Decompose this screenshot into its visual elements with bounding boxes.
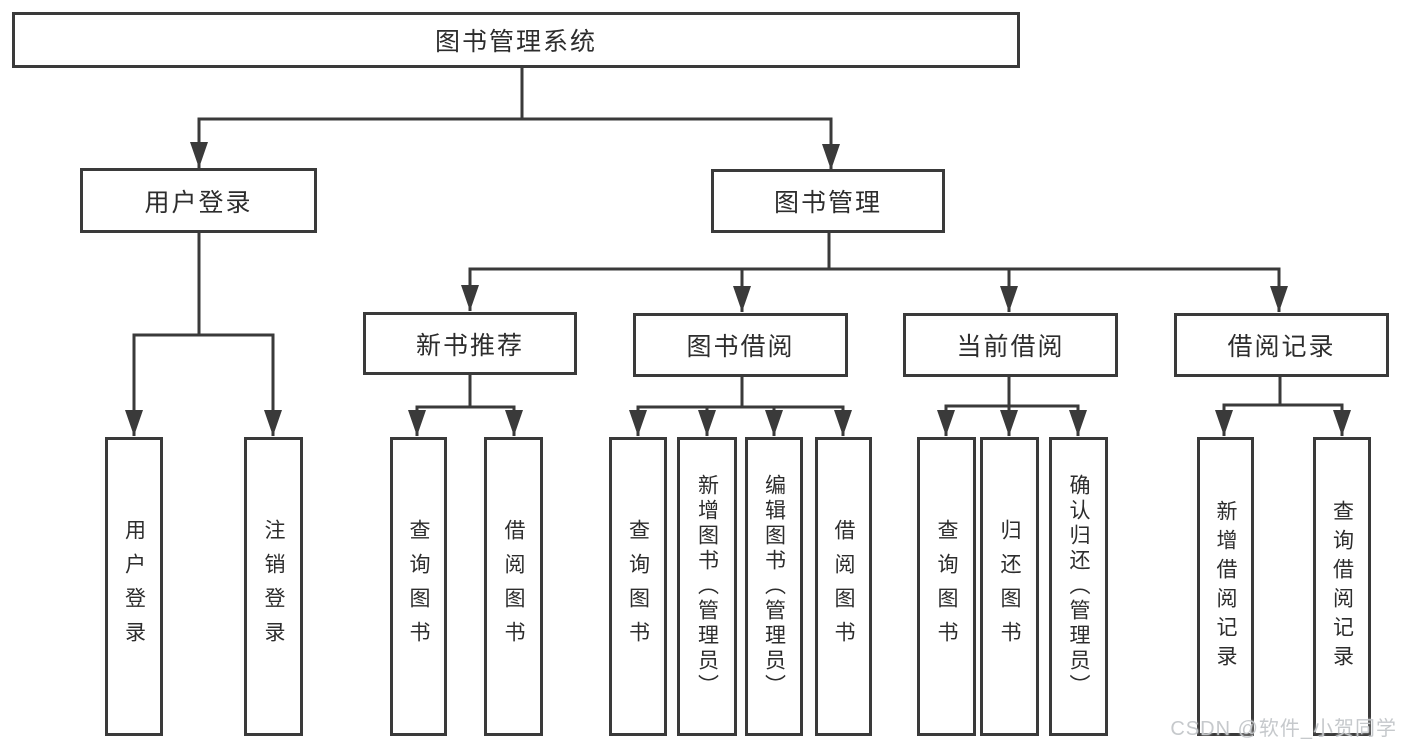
edge-book-management-to-children xyxy=(461,233,1288,312)
node-leaf-query-books-recommend: 查询图书 xyxy=(390,437,447,736)
node-leaf-query-borrow-record: 查询借阅记录 xyxy=(1313,437,1371,736)
node-label: 新增图书（管理员） xyxy=(695,474,719,699)
node-book-borrow: 图书借阅 xyxy=(633,313,848,377)
node-borrow-records: 借阅记录 xyxy=(1174,313,1389,377)
arrowhead-down-icon xyxy=(408,410,523,436)
csdn-watermark: CSDN @软件_小贺同学 xyxy=(1170,718,1397,740)
node-leaf-user-login: 用户登录 xyxy=(105,437,163,736)
connector-line xyxy=(197,68,833,170)
node-label: 借阅图书 xyxy=(832,518,855,655)
node-leaf-borrow-book: 借阅图书 xyxy=(815,437,872,736)
node-leaf-add-borrow-record: 新增借阅记录 xyxy=(1197,437,1254,736)
edge-root-to-level2 xyxy=(190,68,840,170)
node-root-system: 图书管理系统 xyxy=(12,12,1020,68)
node-label: 确认归还（管理员） xyxy=(1067,474,1090,699)
node-current-borrow: 当前借阅 xyxy=(903,313,1118,377)
edge-current-borrow-to-children xyxy=(937,377,1087,436)
edge-new-book-recommend-to-children xyxy=(408,375,523,436)
node-leaf-query-books-borrow: 查询图书 xyxy=(609,437,667,736)
node-label: 编辑图书（管理员） xyxy=(762,474,786,699)
connector-line xyxy=(468,233,1281,312)
node-leaf-edit-book-admin: 编辑图书（管理员） xyxy=(745,437,803,736)
node-label: 用户登录 xyxy=(144,188,253,217)
edge-book-borrow-to-children xyxy=(629,377,852,436)
node-label: 查询图书 xyxy=(407,518,430,655)
node-label: 借阅图书 xyxy=(502,518,525,655)
node-label: 查询借阅记录 xyxy=(1330,499,1354,674)
node-label: 查询图书 xyxy=(626,518,650,655)
node-book-management-module: 图书管理 xyxy=(711,169,945,233)
connector-line xyxy=(1222,377,1344,436)
node-leaf-borrow-books-recommend: 借阅图书 xyxy=(484,437,543,736)
arrowhead-down-icon xyxy=(1215,410,1351,436)
node-leaf-return-book: 归还图书 xyxy=(980,437,1039,736)
arrowhead-down-icon xyxy=(461,285,1288,312)
connector-line xyxy=(132,233,275,436)
node-label: 新书推荐 xyxy=(415,331,524,360)
edge-user-login-to-children xyxy=(125,233,282,436)
arrowhead-down-icon xyxy=(937,410,1087,436)
arrowhead-down-icon xyxy=(125,410,282,436)
node-label: 查询图书 xyxy=(935,518,958,655)
edge-borrow-records-to-children xyxy=(1215,377,1351,436)
node-label: 图书管理系统 xyxy=(434,28,597,56)
node-label: 归还图书 xyxy=(998,518,1021,655)
node-leaf-query-books-current: 查询图书 xyxy=(917,437,976,736)
connector-line xyxy=(636,377,845,436)
node-leaf-logout: 注销登录 xyxy=(244,437,303,736)
node-leaf-add-book-admin: 新增图书（管理员） xyxy=(677,437,737,736)
node-label: 注销登录 xyxy=(262,518,285,655)
node-label: 新增借阅记录 xyxy=(1214,499,1237,674)
node-label: 当前借阅 xyxy=(956,333,1065,361)
node-leaf-confirm-return-admin: 确认归还（管理员） xyxy=(1049,437,1108,736)
node-label: 图书借阅 xyxy=(686,333,795,361)
node-label: 借阅记录 xyxy=(1227,333,1336,361)
arrowhead-down-icon xyxy=(190,142,840,170)
node-label: 用户登录 xyxy=(122,518,146,655)
connector-line xyxy=(415,375,516,436)
node-label: 图书管理 xyxy=(773,189,882,217)
node-new-book-recommend: 新书推荐 xyxy=(363,312,577,375)
arrowhead-down-icon xyxy=(629,410,852,436)
node-user-login-module: 用户登录 xyxy=(80,168,317,233)
